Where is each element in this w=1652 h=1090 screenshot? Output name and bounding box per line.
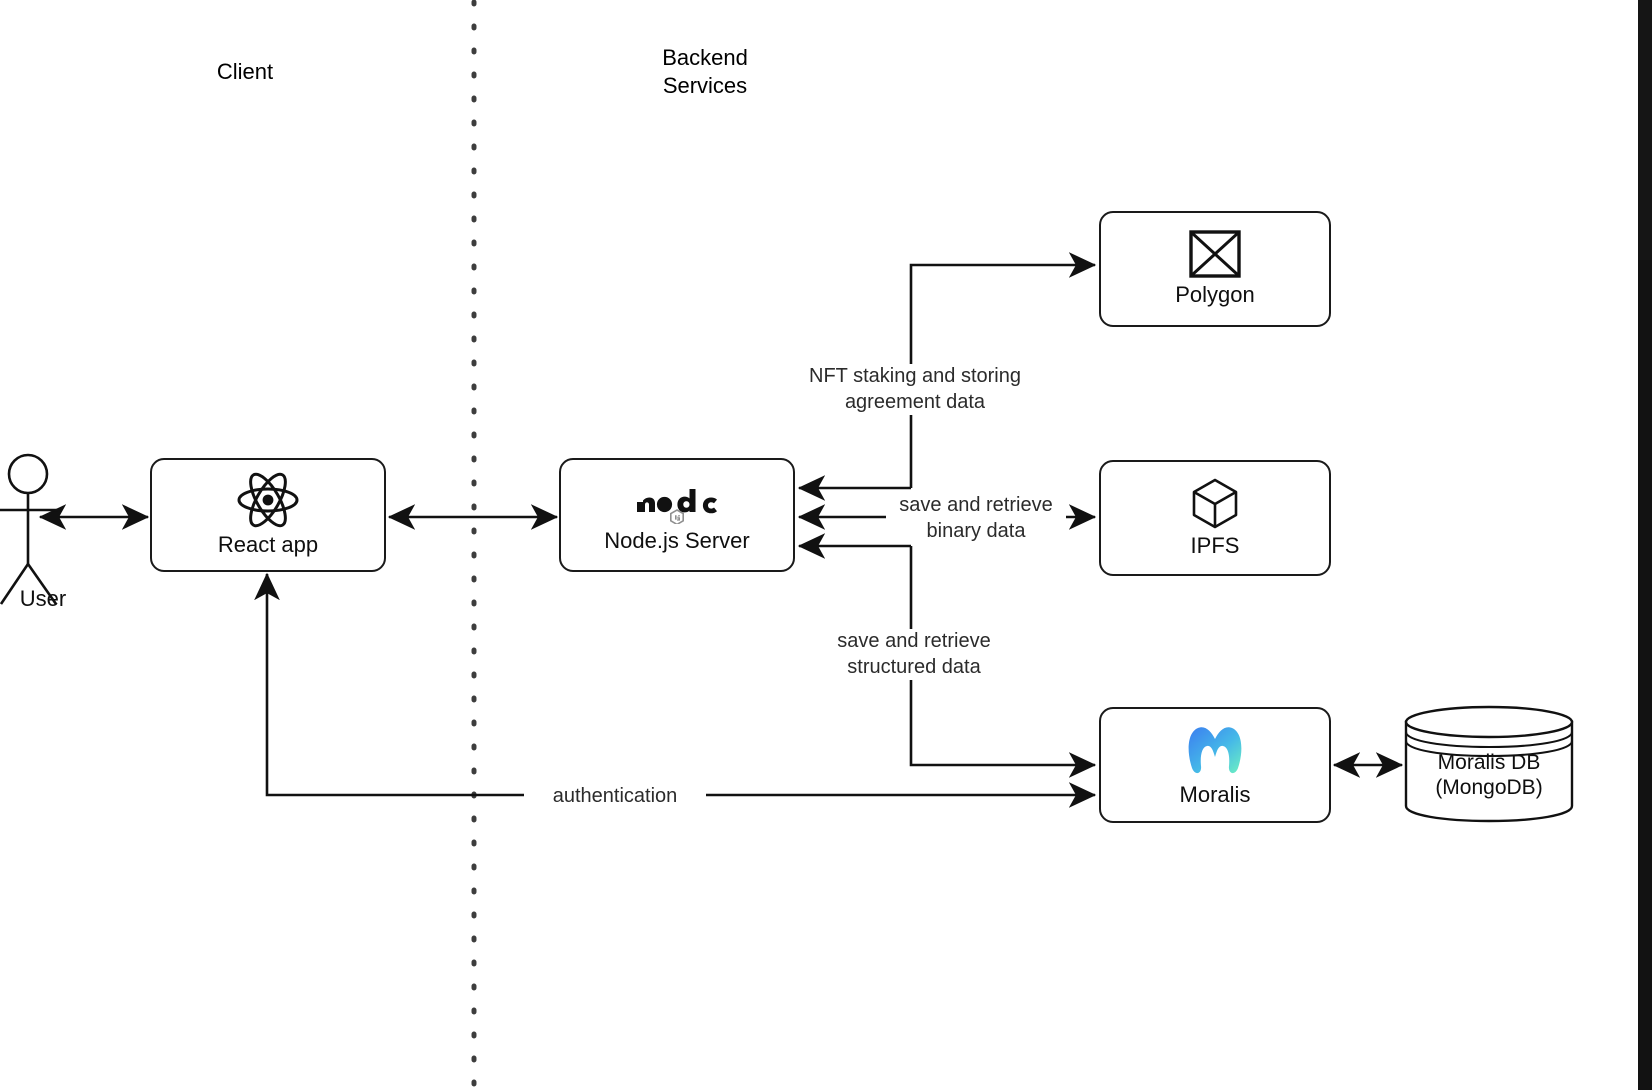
edge-authentication: [254, 572, 1097, 808]
broken-image-placeholder-icon: [1189, 230, 1241, 278]
node-moralis-db-label: Moralis DB (MongoDB): [1435, 751, 1543, 799]
database-cylinder-icon: [1404, 705, 1574, 823]
edge-label-binary-data: save and retrieve binary data: [886, 493, 1066, 545]
node-nodejs-server[interactable]: Node.js Server: [559, 458, 795, 572]
edge-label-authentication: authentication: [524, 784, 706, 810]
swimlane-title-client: Client: [216, 59, 274, 84]
node-ipfs-label: IPFS: [1190, 532, 1240, 558]
node-moralis[interactable]: Moralis: [1099, 707, 1331, 823]
react-atom-icon: [237, 472, 299, 528]
cube-icon: [1190, 477, 1240, 529]
vertical-scrollbar[interactable]: [1638, 0, 1652, 1090]
node-moralis-label: Moralis: [1179, 781, 1251, 807]
node-react-app[interactable]: React app: [150, 458, 386, 572]
actor-user[interactable]: [0, 452, 96, 612]
stick-figure-actor-icon: [0, 453, 58, 605]
minimap-thumbnail: [1638, 0, 1652, 260]
node-ipfs[interactable]: IPFS: [1099, 460, 1331, 576]
moralis-m-icon: [1184, 722, 1246, 778]
actor-user-label: User: [19, 586, 67, 611]
node-react-app-label: React app: [217, 531, 319, 557]
swimlane-title-backend: Backend Services: [662, 45, 748, 98]
edge-label-structured-data: save and retrieve structured data: [810, 629, 1018, 681]
node-polygon[interactable]: Polygon: [1099, 211, 1331, 327]
nodejs-logo-icon: [633, 476, 721, 526]
node-polygon-label: Polygon: [1175, 281, 1255, 307]
node-nodejs-server-label: Node.js Server: [604, 527, 750, 553]
edge-label-nft-staking: NFT staking and storing agreement data: [790, 364, 1040, 416]
node-moralis-db[interactable]: [1404, 705, 1574, 823]
